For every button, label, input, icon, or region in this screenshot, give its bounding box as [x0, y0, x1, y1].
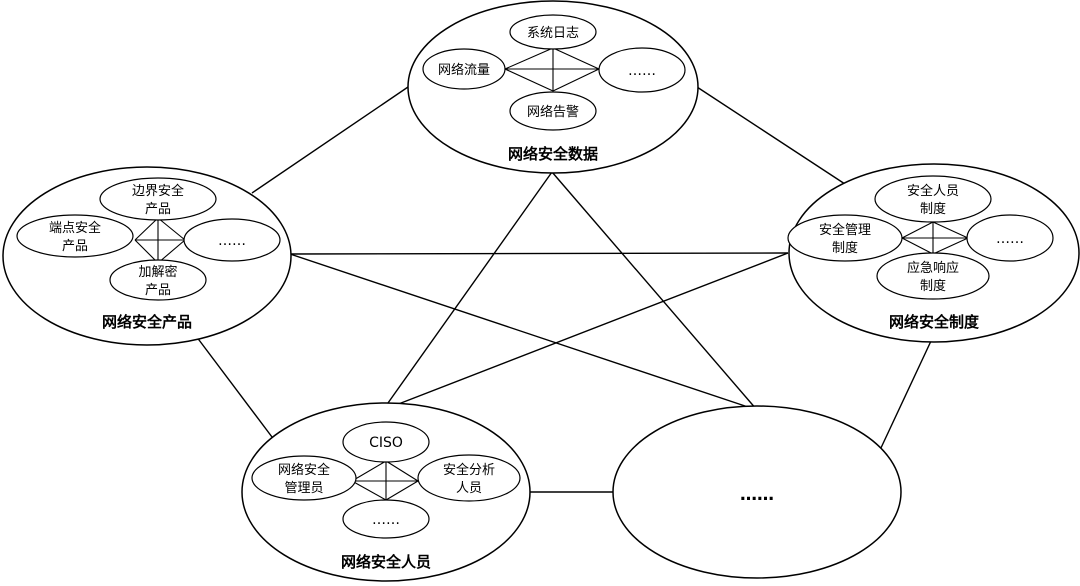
label-data-more: …… [628, 63, 656, 79]
label-encryption-1: 加解密 [138, 264, 177, 280]
cluster-products-title: 网络安全产品 [102, 313, 192, 331]
label-security-analyst-2: 人员 [456, 481, 482, 496]
link-data-people [382, 171, 553, 411]
cluster-security-people: CISO 网络安全 管理员 安全分析 人员 …… 网络安全人员 [241, 402, 531, 582]
label-management-policy-2: 制度 [832, 240, 858, 256]
label-staff-policy-2: 制度 [920, 201, 946, 217]
label-endpoint-security-1: 端点安全 [49, 220, 101, 236]
connections [192, 86, 932, 493]
node-network-traffic [422, 48, 506, 90]
label-security-admin-2: 管理员 [284, 481, 323, 496]
label-incident-policy-1: 应急响应 [907, 260, 959, 276]
cluster-other: …… [612, 405, 902, 579]
label-system-log: 系统日志 [527, 26, 579, 41]
cluster-people-title: 网络安全人员 [341, 553, 431, 571]
node-policy-more [966, 214, 1054, 262]
node-encryption [109, 259, 207, 301]
cluster-security-products: 边界安全 产品 端点安全 产品 …… 加解密 产品 网络安全产品 [2, 166, 292, 346]
label-security-analyst-1: 安全分析 [443, 462, 495, 478]
node-incident-policy [876, 252, 990, 300]
node-system-log [509, 14, 597, 50]
link-products-other [289, 253, 758, 411]
cluster-security-policy: 安全人员 制度 安全管理 制度 …… 应急响应 制度 网络安全制度 [787, 163, 1080, 343]
link-data-policy [696, 86, 849, 187]
link-policy-other [879, 340, 932, 451]
label-policy-more: …… [996, 231, 1024, 247]
node-security-analyst [417, 454, 521, 502]
label-management-policy-1: 安全管理 [819, 222, 871, 238]
node-boundary-security [99, 177, 217, 221]
node-management-policy [787, 214, 903, 262]
label-people-more: …… [372, 512, 400, 528]
node-ciso [342, 421, 430, 463]
node-data-more [598, 47, 686, 93]
label-incident-policy-2: 制度 [920, 278, 946, 294]
label-security-admin-1: 网络安全 [278, 462, 330, 478]
label-boundary-security-1: 边界安全 [132, 183, 184, 199]
label-endpoint-security-2: 产品 [62, 239, 88, 254]
link-policy-people [382, 252, 789, 411]
label-network-traffic: 网络流量 [438, 62, 490, 78]
node-network-alert [509, 91, 597, 131]
label-ciso: CISO [369, 435, 403, 451]
label-encryption-2: 产品 [145, 283, 171, 298]
link-products-policy [289, 252, 789, 255]
node-security-admin [251, 455, 357, 501]
cluster-policy-title: 网络安全制度 [889, 313, 980, 331]
cluster-other-ellipse [612, 405, 902, 579]
link-data-other [551, 171, 758, 411]
node-products-more [183, 218, 281, 262]
label-boundary-security-2: 产品 [145, 202, 171, 217]
link-products-people [192, 331, 276, 442]
cluster-security-data: 系统日志 网络流量 …… 网络告警 网络安全数据 [407, 0, 699, 174]
node-people-more [342, 499, 430, 539]
node-staff-policy [874, 175, 992, 223]
node-endpoint-security [16, 214, 134, 258]
link-data-products [251, 86, 409, 194]
label-staff-policy-1: 安全人员 [907, 183, 959, 199]
label-products-more: …… [218, 233, 246, 249]
cluster-products-ellipse [2, 166, 292, 346]
label-network-alert: 网络告警 [527, 104, 579, 120]
cluster-data-title: 网络安全数据 [508, 145, 598, 163]
label-other-more: …… [740, 485, 774, 505]
